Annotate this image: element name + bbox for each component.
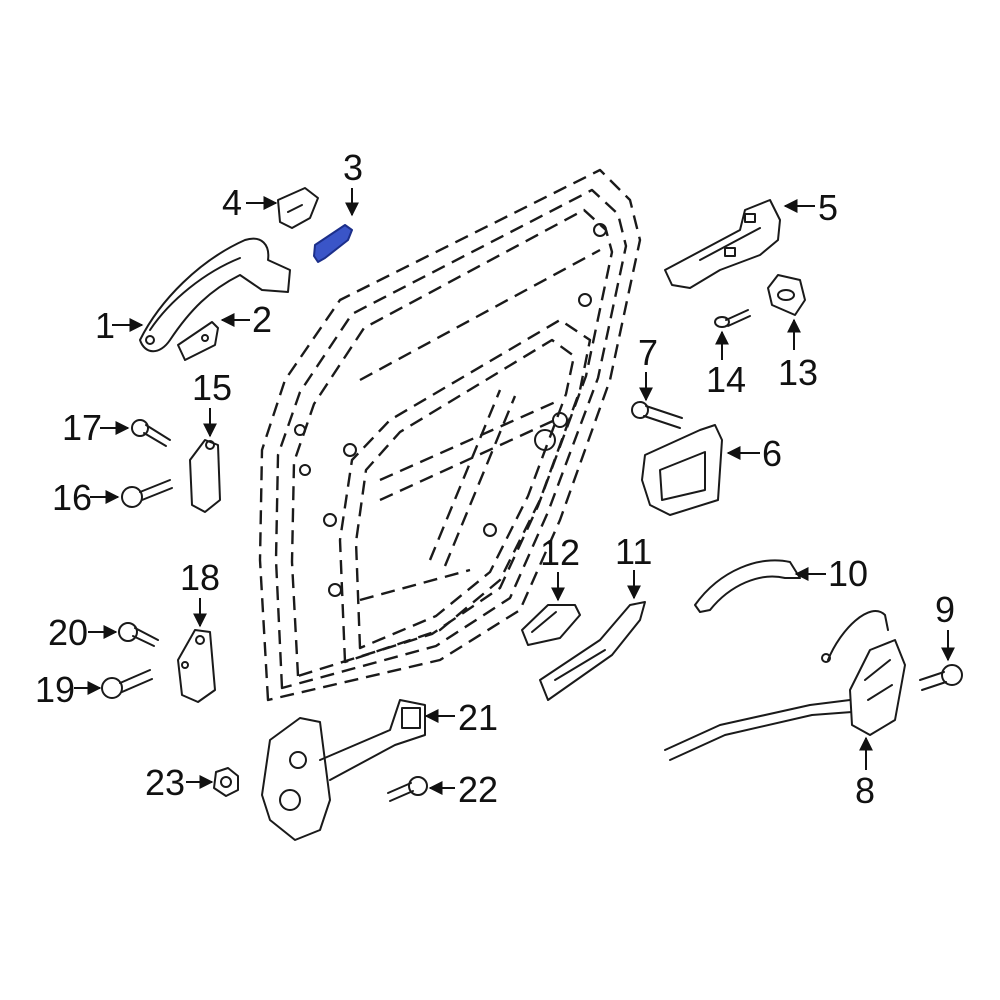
- callout-1: 1: [95, 305, 115, 346]
- callout-14: 14: [706, 359, 746, 400]
- part-8-latch-actuator: [664, 610, 906, 761]
- part-11-channel: [539, 601, 646, 701]
- part-14-screw: [714, 309, 751, 328]
- callout-18: 18: [180, 557, 220, 598]
- callout-12: 12: [540, 532, 580, 573]
- callout-3: 3: [343, 147, 363, 188]
- part-16-bolt: [121, 479, 173, 508]
- part-6-inside-handle: [641, 424, 723, 516]
- part-23-nut: [213, 767, 239, 797]
- part-12-cap: [521, 604, 581, 646]
- callout-21: 21: [458, 697, 498, 738]
- part-21-door-check: [261, 699, 426, 841]
- callout-4: 4: [222, 182, 242, 223]
- part-1-outside-handle: [139, 237, 291, 353]
- part-10-rod: [694, 559, 801, 613]
- callout-13: 13: [778, 352, 818, 393]
- part-22-bolt: [387, 776, 428, 802]
- part-17-bolt: [131, 419, 171, 447]
- door-frame-outline: [258, 168, 642, 702]
- callout-labels: 1 2 3 4 5 6 7 8 9 10 11 12 13 14 15 16 1…: [35, 147, 955, 811]
- part-18-bracket: [177, 629, 216, 703]
- part-19-bolt: [101, 669, 153, 699]
- callout-23: 23: [145, 762, 185, 803]
- part-3-handle-cover-highlighted[interactable]: [313, 224, 353, 263]
- callout-16: 16: [52, 477, 92, 518]
- callout-17: 17: [62, 407, 102, 448]
- callout-22: 22: [458, 769, 498, 810]
- part-4-bracket-cap: [277, 187, 319, 229]
- callout-5: 5: [818, 187, 838, 228]
- callout-8: 8: [855, 770, 875, 811]
- part-13-striker: [767, 274, 806, 316]
- callout-19: 19: [35, 669, 75, 710]
- callout-20: 20: [48, 612, 88, 653]
- callout-15: 15: [192, 367, 232, 408]
- part-9-bolt: [919, 664, 963, 691]
- part-7-bolt: [631, 401, 683, 429]
- callout-11: 11: [615, 531, 652, 572]
- callout-2: 2: [252, 299, 272, 340]
- callout-7: 7: [638, 332, 658, 373]
- part-15-bracket: [189, 439, 221, 513]
- part-2-handle-gasket: [177, 321, 219, 361]
- part-5-handle-frame: [664, 199, 781, 289]
- callout-9: 9: [935, 589, 955, 630]
- part-20-bolt: [118, 622, 159, 647]
- callout-6: 6: [762, 433, 782, 474]
- callout-10: 10: [828, 553, 868, 594]
